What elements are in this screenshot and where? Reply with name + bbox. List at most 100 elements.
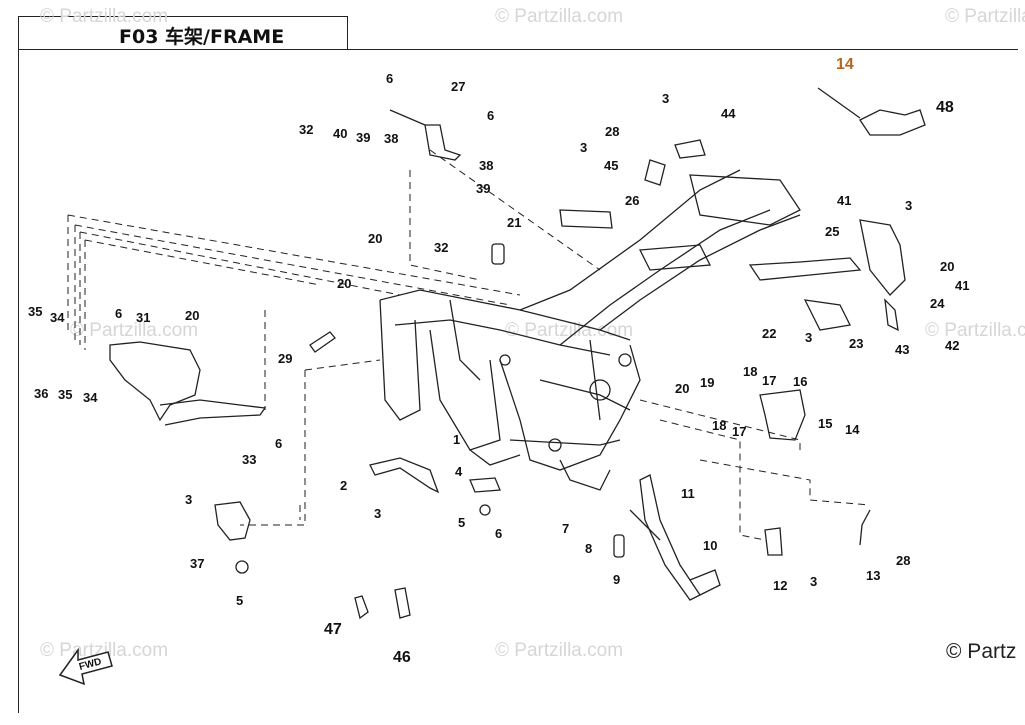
bracket-45 xyxy=(644,159,666,186)
callout-16: 16 xyxy=(793,374,807,389)
callout-34: 34 xyxy=(50,310,65,325)
side-stand-10 xyxy=(639,474,721,601)
callout-32: 32 xyxy=(434,240,448,255)
callout-3: 3 xyxy=(580,140,587,155)
callout-22: 22 xyxy=(762,326,776,341)
callout-33: 33 xyxy=(242,452,256,467)
bracket-29 xyxy=(309,331,336,353)
callout-7: 7 xyxy=(562,521,569,536)
callout-36: 36 xyxy=(34,386,48,401)
sleeve-8 xyxy=(613,534,625,558)
callout-12: 12 xyxy=(773,578,787,593)
callout-6: 6 xyxy=(275,436,282,451)
callout-2: 2 xyxy=(340,478,347,493)
callout-20: 20 xyxy=(185,308,199,323)
callout-29: 29 xyxy=(278,351,292,366)
spring-9 xyxy=(629,509,661,541)
callout-43: 43 xyxy=(895,342,909,357)
callout-46: 46 xyxy=(393,649,411,666)
callout-11: 11 xyxy=(681,486,695,501)
callout-25: 25 xyxy=(825,224,839,239)
bracket-37 xyxy=(214,501,251,541)
callout-9: 9 xyxy=(613,572,620,587)
leader-lines xyxy=(67,149,871,541)
bracket-4 xyxy=(469,477,501,493)
callout-3: 3 xyxy=(185,492,192,507)
callout-38: 38 xyxy=(479,158,493,173)
callout-20: 20 xyxy=(675,381,689,396)
callout-14: 14 xyxy=(836,56,854,73)
callout-8: 8 xyxy=(585,541,592,556)
diagram-border xyxy=(18,49,1018,713)
callout-41: 41 xyxy=(837,193,851,208)
callout-28: 28 xyxy=(605,124,619,139)
callout-6: 6 xyxy=(487,108,494,123)
callout-4: 4 xyxy=(455,464,463,479)
callout-17: 17 xyxy=(732,424,746,439)
callout-48: 48 xyxy=(936,99,954,116)
watermark: © Partzilla.com xyxy=(495,6,624,27)
bracket-12 xyxy=(764,527,783,556)
guard-31 xyxy=(109,341,267,426)
watermark: © Partzilla.com xyxy=(70,320,199,341)
callout-39: 39 xyxy=(476,181,490,196)
callout-40: 40 xyxy=(333,126,347,141)
fwd-arrow: FWD xyxy=(58,647,113,686)
callout-3: 3 xyxy=(374,506,381,521)
cable-13 xyxy=(859,509,871,546)
callout-35: 35 xyxy=(58,387,72,402)
callout-23: 23 xyxy=(849,336,863,351)
watermark: © Partzilla.com xyxy=(925,320,1025,341)
bracket-2 xyxy=(369,457,440,494)
callout-20: 20 xyxy=(940,259,954,274)
title-box: F03 车架/FRAME xyxy=(18,16,348,50)
callout-47: 47 xyxy=(324,621,342,638)
callout-18: 18 xyxy=(712,418,726,433)
callout-20: 20 xyxy=(337,276,351,291)
main-frame xyxy=(379,169,801,491)
bracket-44 xyxy=(674,139,706,159)
callout-20: 20 xyxy=(368,231,382,246)
callout-34: 34 xyxy=(83,390,98,405)
callout-35: 35 xyxy=(28,304,42,319)
callout-3: 3 xyxy=(905,198,912,213)
bracket-27 xyxy=(389,109,462,161)
callout-17: 17 xyxy=(762,373,776,388)
watermark: © Partzilla.com xyxy=(495,640,624,661)
callout-41: 41 xyxy=(955,278,969,293)
callout-14: 14 xyxy=(845,422,860,437)
watermark: © Partzilla.com xyxy=(40,640,169,661)
callout-24: 24 xyxy=(930,296,945,311)
callout-28: 28 xyxy=(896,553,910,568)
callout-27: 27 xyxy=(451,79,465,94)
callout-31: 31 xyxy=(136,310,150,325)
rubber-mount-5 xyxy=(235,504,491,574)
callout-5: 5 xyxy=(236,593,243,608)
callout-26: 26 xyxy=(625,193,639,208)
callout-13: 13 xyxy=(866,568,880,583)
plate-26 xyxy=(559,209,613,229)
callout-10: 10 xyxy=(703,538,717,553)
bracket-46 xyxy=(394,587,411,619)
callout-3: 3 xyxy=(810,574,817,589)
callout-38: 38 xyxy=(384,131,398,146)
callout-44: 44 xyxy=(721,106,736,121)
callout-42: 42 xyxy=(945,338,959,353)
callout-21: 21 xyxy=(507,215,521,230)
bracket-47 xyxy=(354,595,369,620)
footrest-bracket-16 xyxy=(759,389,806,441)
callout-32: 32 xyxy=(299,122,313,137)
bracket-24 xyxy=(859,219,906,296)
callout-45: 45 xyxy=(604,158,618,173)
callout-3: 3 xyxy=(805,330,812,345)
callout-1: 1 xyxy=(453,432,460,447)
rubber-21 xyxy=(491,243,505,265)
watermark: © Partzilla.com xyxy=(40,6,169,27)
callout-19: 19 xyxy=(700,375,714,390)
watermark: © Partzilla.com xyxy=(945,6,1025,27)
callout-6: 6 xyxy=(386,71,393,86)
rear-bracket-25 xyxy=(748,257,862,281)
copyright-notice: © Partz xyxy=(946,640,1017,663)
